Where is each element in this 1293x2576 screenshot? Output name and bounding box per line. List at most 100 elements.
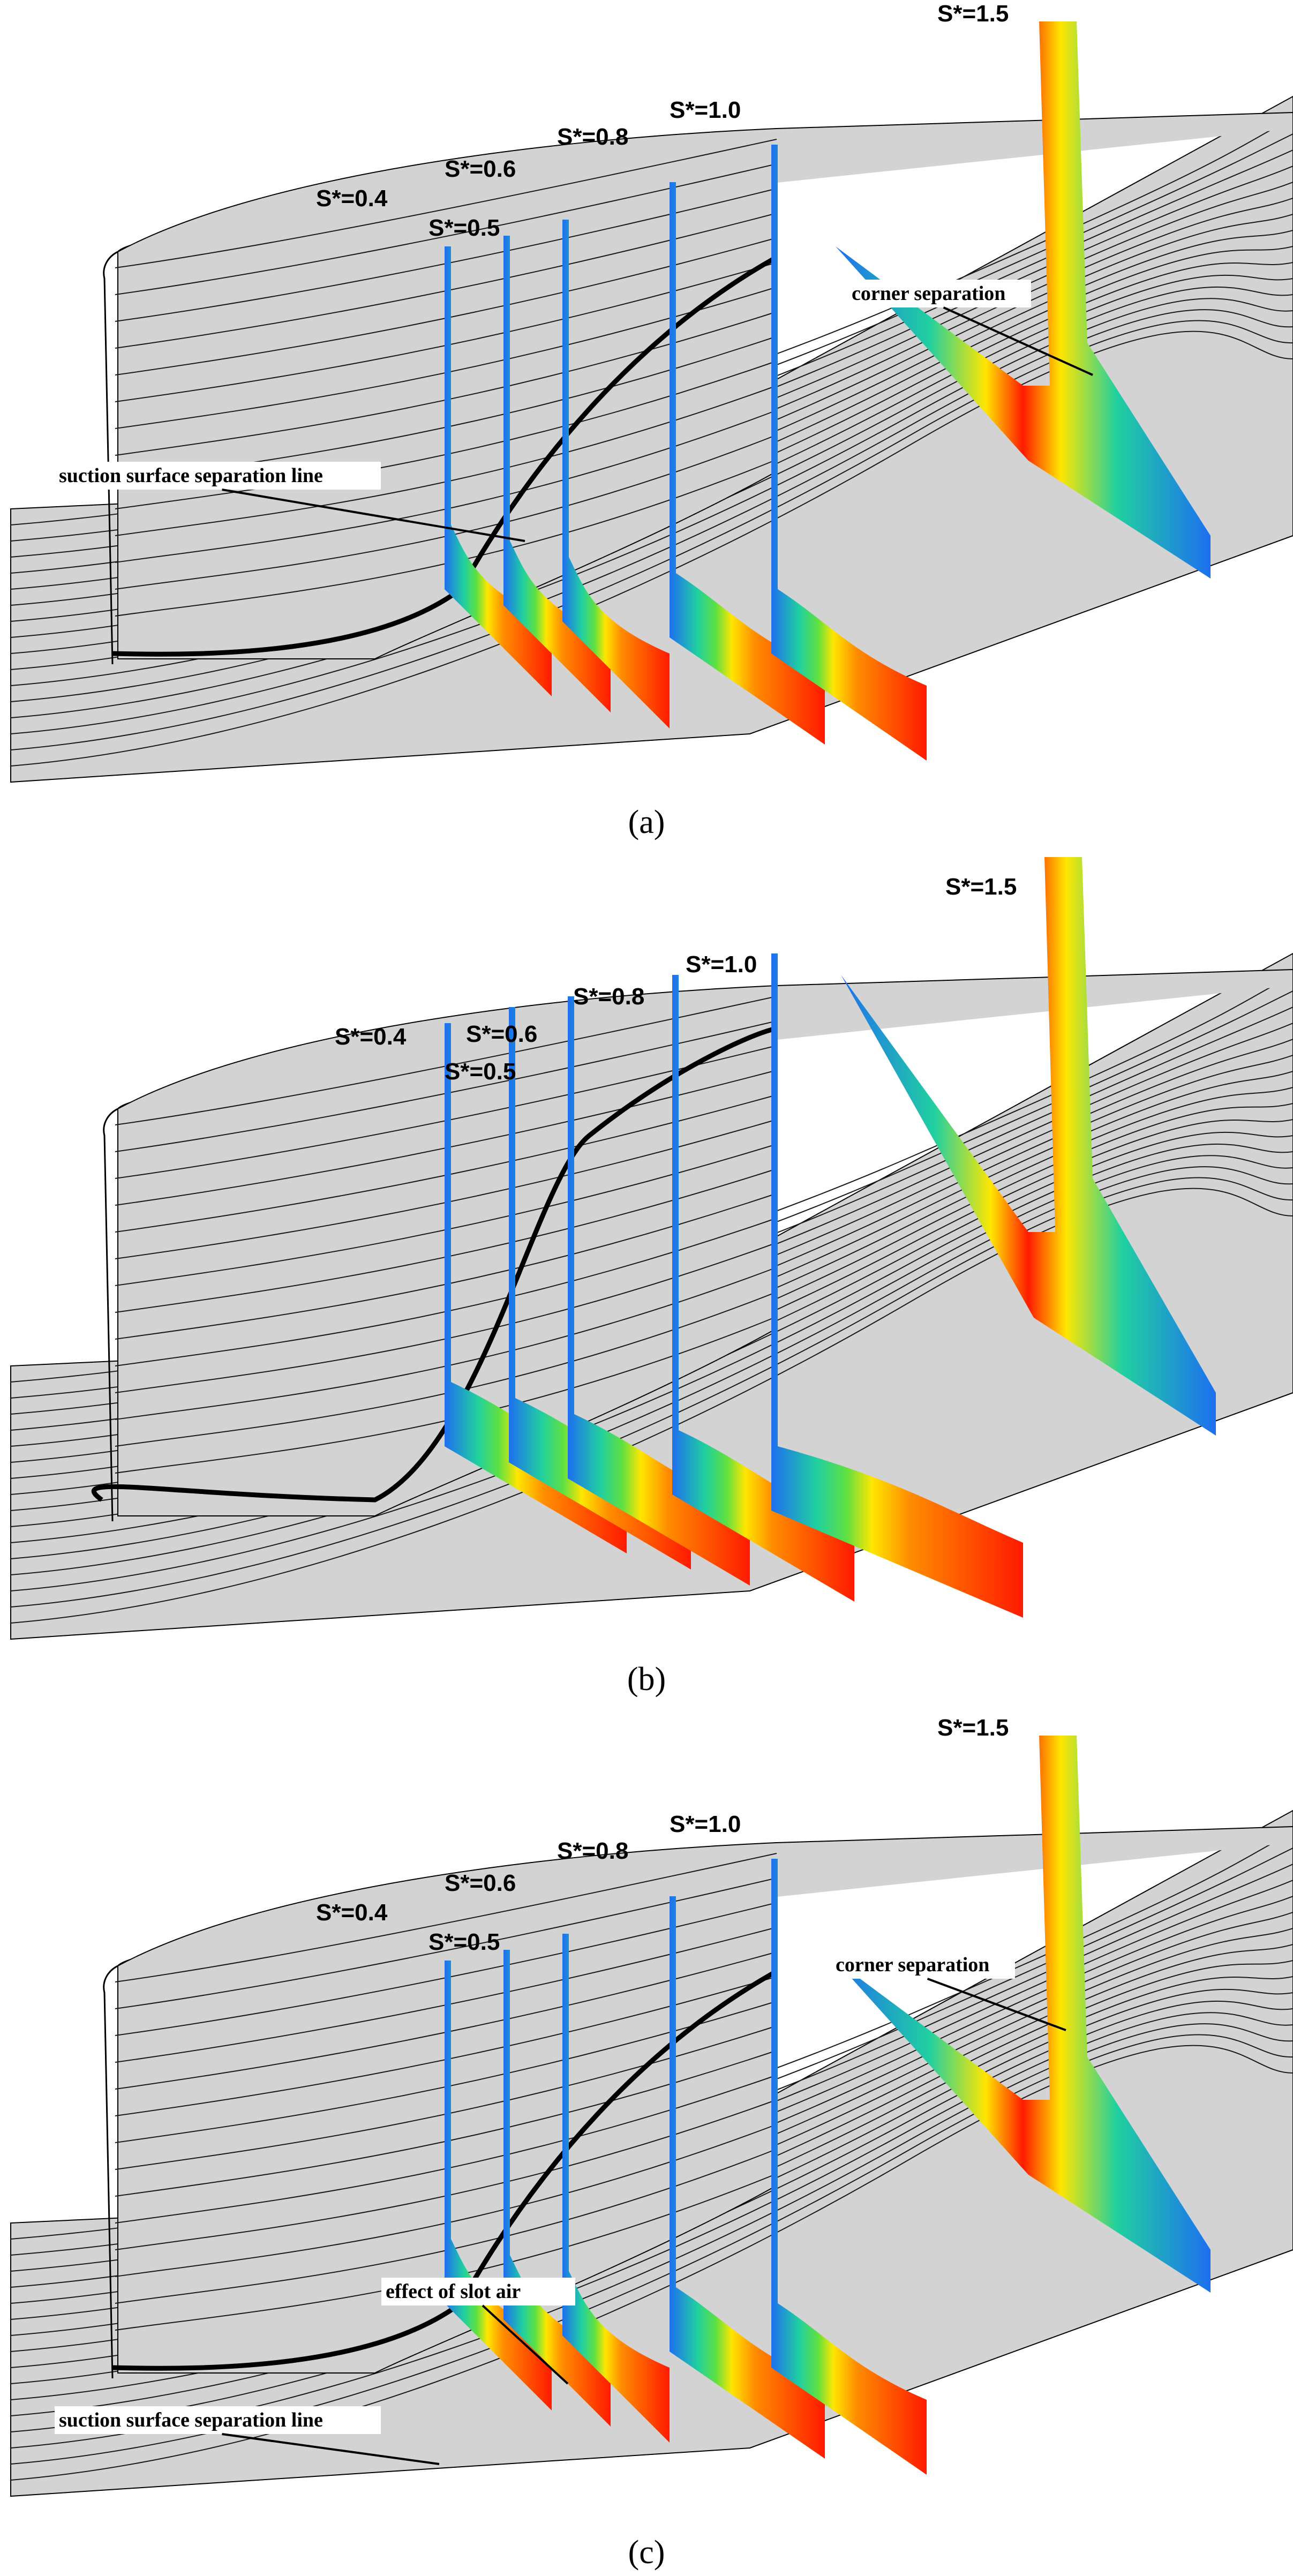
caption-a: (a) <box>628 804 665 840</box>
annotation-box <box>847 280 1031 307</box>
blade-streamline <box>115 1144 777 1286</box>
blade-leading-edge <box>103 1965 118 2379</box>
blade-tip <box>117 1826 1293 1966</box>
endwall-streamline <box>10 1177 1293 1608</box>
annotation-box <box>831 1951 1015 1979</box>
annotation-label: corner separation <box>836 1954 989 1976</box>
annotation-label: suction surface separation line <box>59 464 323 487</box>
blade-streamline <box>115 188 777 322</box>
endwall-streamline <box>10 1166 1293 1591</box>
station-label: S*=0.5 <box>429 1929 500 1955</box>
wake-plane <box>836 1736 1211 2293</box>
blade-streamline <box>115 213 777 349</box>
annotation-arrow <box>222 2433 440 2465</box>
contour-plane <box>445 246 552 696</box>
blade-streamline <box>115 139 777 268</box>
blade-streamline <box>115 1045 777 1179</box>
blade-streamline <box>115 1902 777 2036</box>
blade-streamline <box>115 1267 777 1420</box>
blade-streamline <box>115 1218 777 1366</box>
contour-plane <box>445 1023 627 1553</box>
blade-streamline <box>115 2149 777 2304</box>
station-label: S*=0.8 <box>557 124 628 150</box>
blade-tip <box>117 968 1293 1109</box>
contour-plane <box>670 182 825 745</box>
endwall-streamline <box>10 286 1293 702</box>
contour-plane <box>771 145 927 761</box>
caption-c: (c) <box>628 2534 665 2571</box>
annotation-label: corner separation <box>852 282 1005 305</box>
annotation-arrow <box>943 306 1093 376</box>
blade-tip <box>117 111 1293 252</box>
station-label: S*=0.6 <box>466 1021 537 1047</box>
annotation-arrow <box>927 1978 1066 2031</box>
endwall-streamline <box>10 309 1293 734</box>
annotation-label: effect of slot air <box>386 2280 521 2303</box>
endwall-streamline <box>10 1188 1293 1624</box>
contour-plane <box>509 1007 691 1569</box>
blade-streamline <box>115 1168 777 1313</box>
contour-plane <box>771 953 1023 1618</box>
annotation-label: suction surface separation line <box>59 2409 323 2431</box>
blade-streamline <box>115 2099 777 2250</box>
blade-streamline <box>115 2075 777 2224</box>
annotation-box <box>55 462 381 490</box>
contour-plane <box>670 1896 825 2459</box>
blade-streamline <box>115 1291 777 1447</box>
wake-plane <box>841 857 1216 1436</box>
blade-streamline <box>115 1927 777 2063</box>
blade-streamline <box>115 1316 777 1474</box>
station-label: S*=0.4 <box>335 1024 407 1050</box>
station-label: S*=0.5 <box>429 215 500 241</box>
endwall-streamline <box>10 2012 1293 2432</box>
contour-plane <box>503 236 611 712</box>
blade-streamline <box>115 1976 777 2116</box>
station-label: S*=1.5 <box>945 874 1017 900</box>
endwall-streamline <box>10 298 1293 718</box>
endwall-streamline <box>10 331 1293 767</box>
endwall-streamline <box>10 1143 1293 1559</box>
blade-streamline <box>115 237 777 375</box>
wake-plane <box>836 21 1211 579</box>
endwall-streamline <box>10 1155 1293 1575</box>
station-label: S*=0.4 <box>316 185 388 212</box>
scene-group: S*=0.4S*=0.5S*=0.6S*=0.8S*=1.0S*=1.5 <box>10 857 1293 1640</box>
blade-streamline <box>115 361 777 509</box>
scene-group: S*=0.4S*=0.5S*=0.6S*=0.8S*=1.0S*=1.5suct… <box>10 1715 1293 2497</box>
blade-streamline <box>115 410 777 563</box>
blade-streamline <box>115 2001 777 2143</box>
station-label: S*=0.8 <box>557 1838 628 1864</box>
endwall-streamline <box>10 2000 1293 2416</box>
blade-streamline <box>115 1094 777 1233</box>
station-label: S*=1.0 <box>686 951 757 978</box>
endwall-streamline <box>10 2045 1293 2481</box>
blade-streamline <box>115 1020 777 1152</box>
blade-streamline <box>115 996 777 1125</box>
blade-streamline <box>115 287 777 429</box>
endwall-streamline <box>10 320 1293 750</box>
blade-streamline <box>115 2124 777 2277</box>
station-label: S*=0.6 <box>445 1870 516 1896</box>
annotation-box <box>381 2278 575 2305</box>
blade-streamline <box>115 1242 777 1393</box>
contour-plane <box>562 1934 670 2443</box>
caption-b: (b) <box>627 1661 666 1698</box>
station-label: S*=1.5 <box>937 1715 1009 1741</box>
blade-streamline <box>115 459 777 617</box>
blade-streamline <box>115 1853 777 1982</box>
annotation-arrow <box>482 2304 569 2385</box>
blade-streamline <box>115 385 777 536</box>
flow-visualization-b: S*=0.4S*=0.5S*=0.6S*=0.8S*=1.0S*=1.5 <box>10 857 1293 1640</box>
station-label: S*=0.5 <box>445 1058 516 1085</box>
station-label: S*=1.0 <box>670 97 741 123</box>
blade-streamline <box>115 262 777 402</box>
blade-streamline <box>115 1193 777 1340</box>
contour-plane <box>771 1859 927 2475</box>
blade-leading-edge <box>103 1108 118 1522</box>
station-label: S*=1.0 <box>670 1811 741 1837</box>
blade-streamline <box>115 434 777 590</box>
flow-visualization-a: S*=0.4S*=0.5S*=0.6S*=0.8S*=1.0S*=1.5suct… <box>10 1 1293 783</box>
